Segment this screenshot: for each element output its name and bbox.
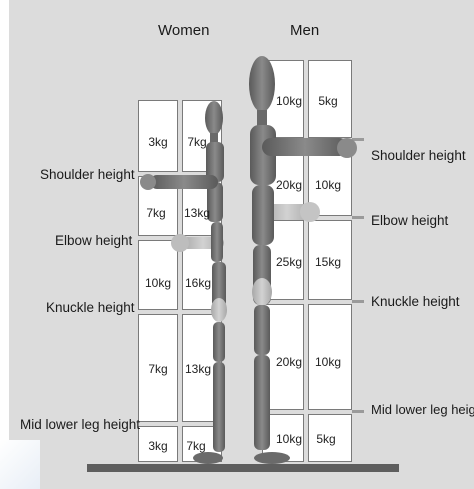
woman-arm-upper (150, 175, 218, 189)
women-elbow-height-label: Elbow height (55, 233, 132, 248)
women-shoulder-height-label: Shoulder height (40, 167, 135, 182)
men-weight-below-leg-right: 5kg (316, 432, 335, 446)
women-mid-lower-leg-height-label: Mid lower leg height (20, 417, 140, 432)
men-shoulder-height-label: Shoulder height (371, 148, 466, 163)
woman-head (205, 101, 223, 135)
women-weight-below-leg-right: 7kg (186, 439, 205, 453)
man-head (249, 56, 275, 112)
man-hip (252, 278, 272, 306)
men-weight-knuckle-leg-right: 10kg (315, 355, 341, 369)
men-mid-lower-leg-height-label: Mid lower leg height (371, 402, 474, 417)
men-weight-above-shoulder-left: 10kg (276, 94, 302, 108)
men-elbow-height-label: Elbow height (371, 213, 448, 228)
man-foot (254, 452, 290, 464)
women-weight-knuckle-leg-right: 13kg (185, 362, 211, 376)
men-knuckle-height-label: Knuckle height (371, 294, 460, 309)
men-weight-shoulder-elbow-right: 10kg (315, 178, 341, 192)
women-weight-shoulder-elbow-left: 7kg (146, 206, 165, 220)
women-weight-elbow-knuckle-left: 10kg (145, 276, 171, 290)
men-weight-shoulder-elbow-left: 20kg (276, 178, 302, 192)
man-arm-upper (262, 138, 348, 156)
women-weight-shoulder-elbow-right: 13kg (184, 206, 210, 220)
men-weight-knuckle-leg-left: 20kg (276, 355, 302, 369)
woman-hip (211, 298, 227, 322)
women-knuckle-height-label: Knuckle height (46, 300, 135, 315)
woman-hand-shoulder (140, 174, 156, 190)
women-weight-above-shoulder-right: 7kg (187, 135, 206, 149)
man-hand-elbow (300, 202, 320, 222)
man-hand-shoulder (337, 138, 357, 158)
women-weight-knuckle-leg-left: 7kg (148, 362, 167, 376)
women-weight-elbow-knuckle-right: 16kg (185, 276, 211, 290)
floor-line (87, 464, 399, 472)
man-leg (254, 355, 270, 450)
woman-leg (213, 362, 225, 452)
men-weight-elbow-knuckle-left: 25kg (276, 255, 302, 269)
women-weight-above-shoulder-left: 3kg (148, 135, 167, 149)
woman-foot (193, 452, 223, 464)
men-weight-elbow-knuckle-right: 15kg (315, 255, 341, 269)
women-weight-below-leg-left: 3kg (148, 439, 167, 453)
woman-hand-elbow (171, 234, 189, 252)
men-weight-below-leg-left: 10kg (276, 432, 302, 446)
men-weight-above-shoulder-right: 5kg (318, 94, 337, 108)
